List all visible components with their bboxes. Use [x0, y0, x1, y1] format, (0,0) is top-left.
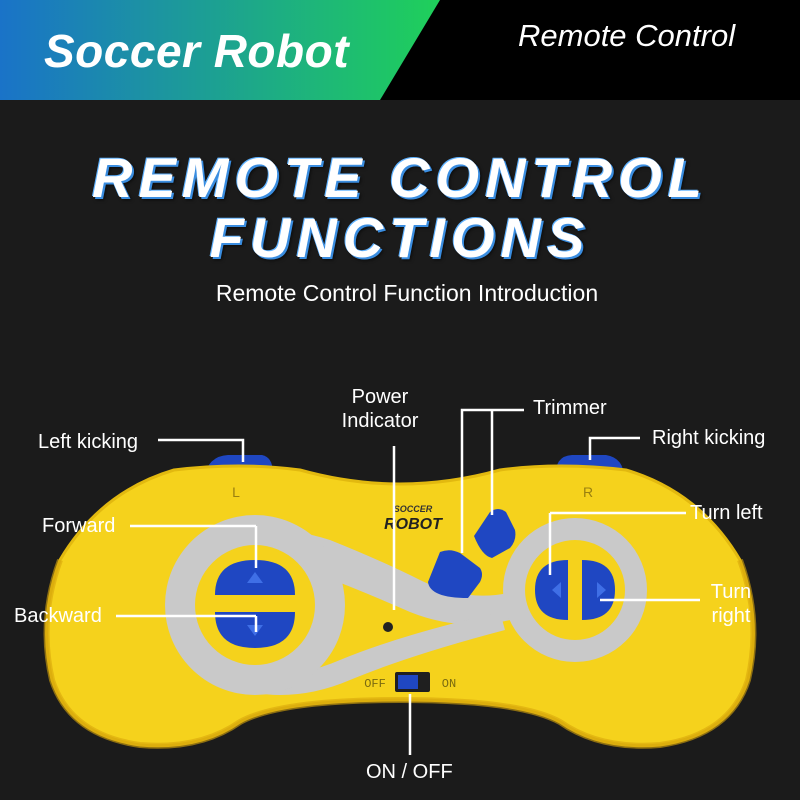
right-kicking-label: Right kicking	[652, 427, 766, 449]
top-banner	[0, 0, 800, 100]
controller-logo-bottom: ROBOT	[384, 516, 443, 533]
power-indicator-led	[383, 622, 393, 632]
power-switch-knob	[398, 675, 418, 689]
controller-logo-top: SOCCER	[394, 504, 433, 514]
remote-controller-illustration: SOCCER ROBOT L R OFF ON	[43, 408, 757, 755]
left-kicking-line	[158, 438, 245, 462]
trimmer-button-left	[428, 550, 482, 598]
switch-on-label: ON	[442, 677, 456, 691]
banner-gradient-panel	[0, 0, 440, 100]
on-off-label: ON / OFF	[366, 761, 453, 783]
turn-right-label-line2: right	[711, 605, 751, 627]
backward-label: Backward	[14, 605, 102, 627]
headline-line-2: FUNCTIONS	[209, 206, 591, 269]
right-kicking-line	[588, 436, 640, 460]
trimmer-label: Trimmer	[533, 397, 607, 419]
trimmer-line	[460, 408, 524, 553]
right-shoulder-letter: R	[583, 484, 593, 500]
switch-off-label: OFF	[364, 677, 386, 691]
left-kicking-label: Left kicking	[38, 431, 139, 453]
turn-right-label-line1: Turn	[710, 581, 752, 603]
banner-subtitle: Remote Control	[518, 18, 736, 53]
turn-right-label: Turn right	[700, 580, 762, 628]
trimmer-button-right	[474, 509, 516, 558]
brand-title: Soccer Robot	[44, 25, 350, 77]
power-indicator-label-line2: Indicator	[341, 410, 419, 432]
intro-text: Remote Control Function Introduction	[215, 280, 599, 306]
turn-left-label: Turn left	[690, 502, 763, 524]
left-shoulder-letter: L	[232, 484, 240, 500]
power-indicator-label-line1: Power	[351, 386, 409, 408]
callout-lines	[116, 408, 700, 755]
forward-label: Forward	[42, 515, 116, 537]
power-indicator-label: Power Indicator	[330, 385, 430, 433]
headline-line-1: REMOTE CONTROL	[92, 146, 708, 209]
turn-left-button	[535, 560, 568, 620]
